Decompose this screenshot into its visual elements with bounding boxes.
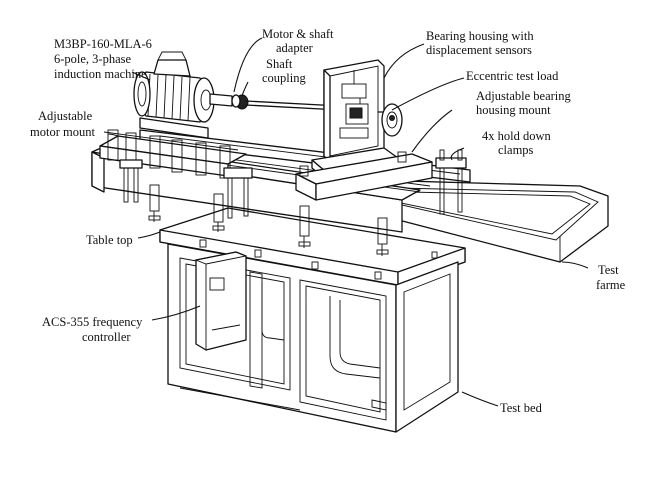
table-top-side-edge bbox=[397, 247, 466, 286]
bearing-mount bbox=[295, 151, 433, 201]
label-motor-adapter-1: Motor & shaft bbox=[262, 27, 334, 41]
eccentric-load bbox=[377, 103, 403, 137]
motor-mount bbox=[99, 129, 247, 179]
label-controller-2: controller bbox=[82, 330, 131, 344]
drive-train bbox=[209, 93, 341, 111]
cabinet-side bbox=[395, 261, 459, 433]
induction-motor bbox=[133, 51, 215, 139]
labels: M3BP-160-MLA-6 6-pole, 3-phase induction… bbox=[30, 27, 626, 415]
label-motor-desc-2: induction machine bbox=[54, 67, 147, 81]
test-bed bbox=[159, 207, 466, 433]
label-bearing-housing-1: Bearing housing with bbox=[426, 29, 534, 43]
label-clamps-1: 4x hold down bbox=[482, 129, 552, 143]
label-adj-motor-1: Adjustable bbox=[38, 109, 93, 123]
label-motor-desc-1: 6-pole, 3-phase bbox=[54, 52, 132, 66]
label-clamps-2: clamps bbox=[498, 143, 534, 157]
label-bearing-housing-2: displacement sensors bbox=[426, 43, 532, 57]
label-shaft-coupling-1: Shaft bbox=[266, 57, 293, 71]
label-adj-motor-2: motor mount bbox=[30, 125, 95, 139]
label-adj-bearing-1: Adjustable bearing bbox=[476, 89, 572, 103]
frequency-controller bbox=[194, 251, 248, 351]
label-test-frame-2: farme bbox=[596, 278, 626, 292]
leader-lines bbox=[107, 37, 589, 407]
label-motor-adapter-2: adapter bbox=[276, 41, 314, 55]
label-test-bed: Test bed bbox=[500, 401, 543, 415]
label-motor-model: M3BP-160-MLA-6 bbox=[54, 37, 152, 51]
label-shaft-coupling-2: coupling bbox=[262, 71, 306, 85]
label-controller-1: ACS-355 frequency bbox=[42, 315, 143, 329]
label-test-frame-1: Test bbox=[598, 263, 619, 277]
label-eccentric-load: Eccentric test load bbox=[466, 69, 559, 83]
hold-down-clamps bbox=[119, 149, 467, 219]
label-adj-bearing-2: housing mount bbox=[476, 103, 551, 117]
label-table-top: Table top bbox=[86, 233, 133, 247]
